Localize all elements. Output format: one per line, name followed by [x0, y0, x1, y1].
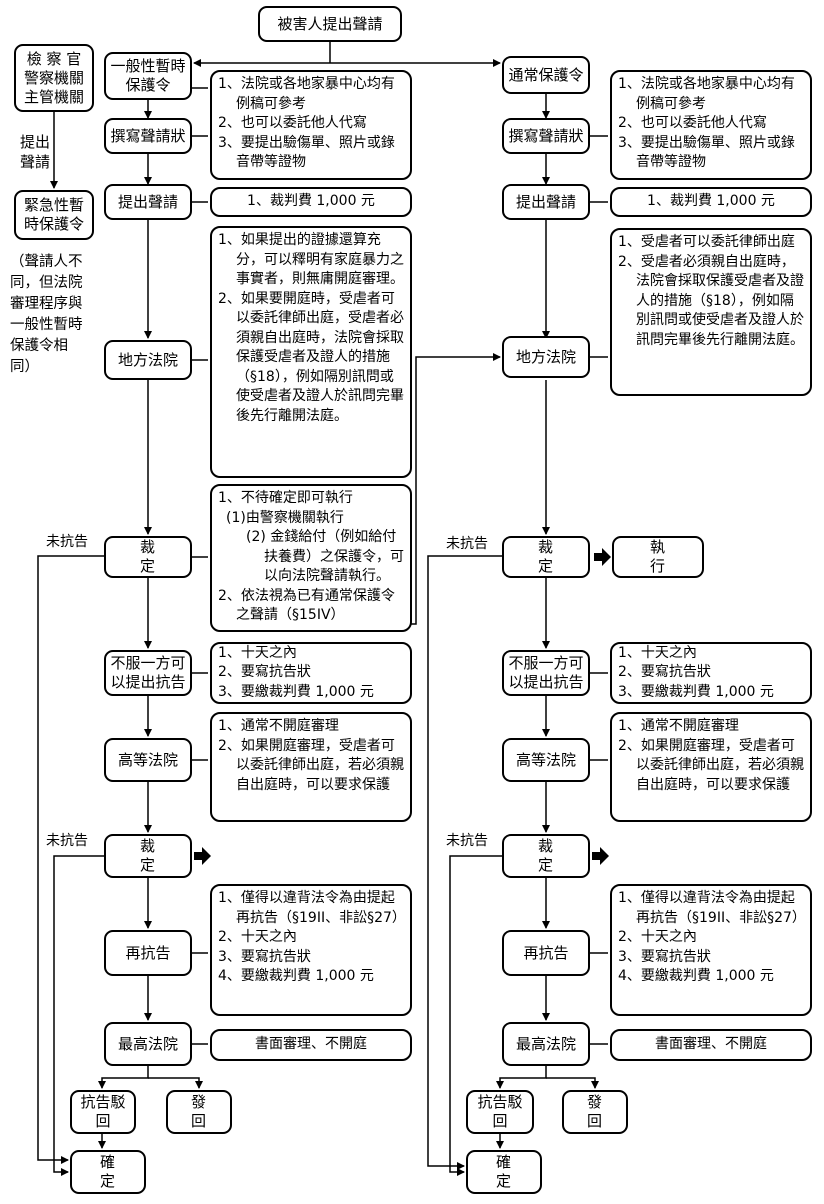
right-district-court-box: 地方法院 [502, 336, 590, 378]
right-appeal-box: 不服一方可以提出抗告 [502, 650, 590, 696]
left-district-court-box: 地方法院 [104, 340, 192, 380]
left-not-appealed-label-2: 未抗告 [46, 833, 88, 849]
right-supreme-note: 書面審理、不開庭 [610, 1029, 812, 1061]
left-reappeal-box: 再抗告 [104, 930, 192, 976]
left-ruling-box: 裁 定 [104, 536, 192, 578]
right-ruling-to-execute-arrow [594, 548, 611, 566]
right-district-note: 1、受虐者可以委託律師出庭 2、受虐者必須親自出庭時，法院會採取保護受虐者及證人… [610, 228, 812, 396]
right-supreme-court-box: 最高法院 [502, 1022, 590, 1066]
right-reappeal-note: 1、僅得以違背法令為由提起再抗告（§19II、非訟§27） 2、十天之內 3、要… [610, 884, 812, 1016]
left-ruling-note: 1、不待確定即可執行 (1)由警察機關執行 (2) 金錢給付（例如給付扶養費）之… [210, 484, 412, 632]
right-high-note: 1、通常不開庭審理 2、如果開庭審理，受虐者可以委託律師出庭，若必須親自出庭時，… [610, 712, 812, 822]
left-submit-box: 提出聲請 [104, 184, 192, 220]
left-supreme-court-box: 最高法院 [104, 1022, 192, 1066]
right-fee-note: 1、裁判費 1,000 元 [610, 187, 812, 217]
left-supreme-to-remand [148, 1077, 203, 1089]
left-remand-box: 發 回 [166, 1090, 232, 1134]
left-reappeal-note: 1、僅得以違背法令為由提起再抗告（§19II、非訟§27） 2、十天之內 3、要… [210, 884, 412, 1016]
left-high-court-box: 高等法院 [104, 738, 192, 782]
right-not-appealed-path-2 [449, 855, 502, 1176]
right-protection-order-box: 通常保護令 [502, 56, 590, 94]
right-high-court-box: 高等法院 [502, 738, 590, 782]
right-not-appealed-path-1 [427, 555, 502, 1170]
emergency-note: （聲請人不 同，但法院 審理程序與 一般性暫時 保護令相 同） [10, 254, 83, 375]
left-ruling2-box: 裁 定 [104, 834, 192, 878]
emergency-order-box: 緊急性暫 時保護令 [14, 190, 94, 240]
left-draft-box: 撰寫聲請狀 [104, 118, 192, 154]
right-execute-box: 執 行 [612, 536, 704, 578]
right-final-box: 確 定 [466, 1150, 542, 1194]
emergency-submit-label: 提出 聲請 [20, 133, 51, 171]
left-appeal-note: 1、十天之內 2、要寫抗告狀 3、要繳裁判費 1,000 元 [210, 642, 412, 704]
right-not-appealed-label-2: 未抗告 [446, 833, 488, 849]
right-ruling-box: 裁 定 [502, 536, 590, 578]
start-box: 被害人提出聲請 [258, 6, 402, 42]
left-final-box: 確 定 [70, 1150, 146, 1194]
left-ruling2-bold-arrow [194, 847, 211, 865]
right-remand-box: 發 回 [562, 1090, 628, 1134]
left-dismissed-box: 抗告駁回 [70, 1090, 136, 1134]
right-appeal-note: 1、十天之內 2、要寫抗告狀 3、要繳裁判費 1,000 元 [610, 642, 812, 704]
right-reappeal-box: 再抗告 [502, 930, 590, 976]
right-ruling2-bold-arrow [592, 847, 609, 865]
left-high-note: 1、通常不開庭審理 2、如果開庭審理，受虐者可以委託律師出庭，若必須親自出庭時，… [210, 712, 412, 822]
right-supreme-to-remand [546, 1077, 599, 1089]
left-supreme-note: 書面審理、不開庭 [210, 1029, 412, 1061]
left-not-appealed-path-1 [37, 555, 104, 1164]
emergency-applicants-box: 檢 察 官 警察機關 主管機關 [14, 44, 94, 112]
right-draft-note: 1、法院或各地家暴中心均有例稿可參考 2、也可以委託他人代寫 3、要提出驗傷單、… [610, 70, 812, 180]
right-draft-box: 撰寫聲請狀 [502, 118, 590, 154]
right-ruling2-box: 裁 定 [502, 834, 590, 878]
left-supreme-to-dismissed [98, 1066, 149, 1089]
left-district-note: 1、如果提出的證據還算充分，可以釋明有家庭暴力之事實者，則無庸開庭審理。 2、如… [210, 226, 412, 478]
right-supreme-to-dismissed [496, 1066, 547, 1089]
right-submit-box: 提出聲請 [502, 184, 590, 220]
applicant-authority: 主管機關 [23, 87, 84, 106]
applicant-police: 警察機關 [23, 68, 84, 87]
applicant-prosecutor: 檢 察 官 [26, 49, 82, 68]
left-interim-order-box: 一般性暫時保護令 [104, 52, 192, 100]
left-not-appealed-label-1: 未抗告 [46, 534, 88, 550]
left-not-appealed-path-2 [53, 855, 104, 1176]
right-dismissed-box: 抗告駁回 [466, 1090, 534, 1134]
right-not-appealed-label-1: 未抗告 [446, 536, 488, 552]
left-appeal-box: 不服一方可以提出抗告 [104, 650, 192, 696]
left-fee-note: 1、裁判費 1,000 元 [210, 187, 412, 217]
left-draft-note: 1、法院或各地家暴中心均有例稿可參考 2、也可以委託他人代寫 3、要提出驗傷單、… [210, 70, 412, 180]
